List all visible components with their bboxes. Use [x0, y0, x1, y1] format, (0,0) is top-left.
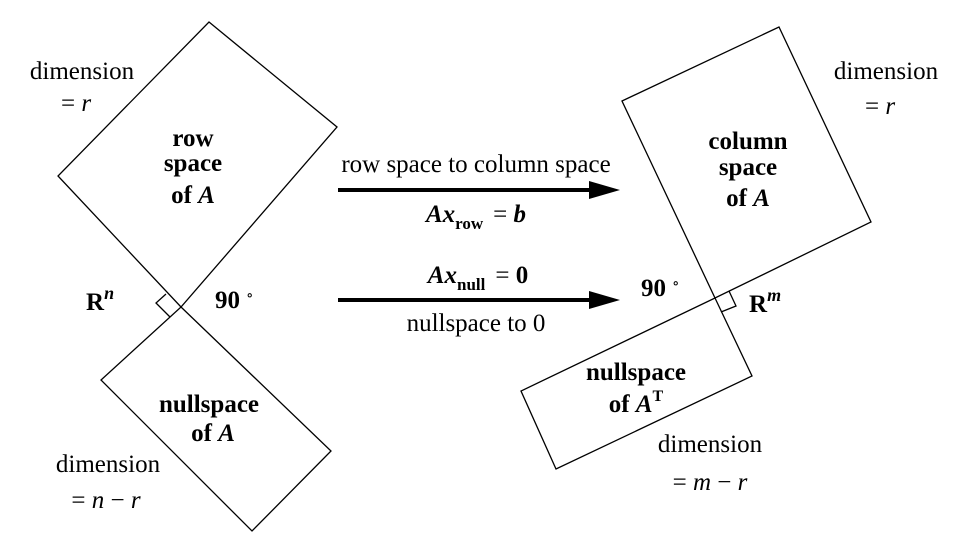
left-nullspace-label-line1: nullspace — [586, 359, 686, 386]
column-space-region — [621, 26, 872, 299]
nullspace-region — [100, 306, 332, 532]
equation-ax-row-equals-b: Axrow= b — [424, 201, 526, 233]
left-dimension-bottom-value: = n − r — [71, 487, 140, 514]
right-dimension-bottom-label: dimension — [658, 431, 763, 458]
left-dimension-top-value: = r — [61, 90, 91, 117]
right-angle-marker-right — [720, 290, 737, 313]
arrow-bottom-caption: nullspace to 0 — [407, 310, 546, 337]
left-dimension-bottom-label: dimension — [56, 451, 161, 478]
row-space-label-line1: row — [172, 125, 213, 152]
column-space-label-line3: of A — [726, 185, 770, 212]
right-dimension-top-label: dimension — [834, 58, 939, 85]
left-dimension-top-label: dimension — [30, 58, 135, 85]
angle-label-left: 90∘ — [215, 287, 253, 314]
row-space-label-line2: space — [164, 150, 222, 177]
arrow-nullspace-head — [589, 291, 620, 309]
column-space-label-line1: column — [708, 128, 787, 155]
left-nullspace-region — [520, 297, 753, 470]
right-dimension-top-value: = r — [865, 93, 895, 120]
arrow-row-to-column-head — [589, 181, 620, 199]
right-angle-marker-left — [155, 293, 171, 318]
right-dimension-bottom-value: = m − r — [673, 469, 748, 496]
arrow-top-caption: row space to column space — [341, 151, 610, 178]
nullspace-label-line2: of A — [191, 420, 235, 447]
angle-label-right: 90∘ — [641, 275, 679, 302]
left-nullspace-label-line2: of AT — [609, 388, 664, 418]
row-space-label-line3: of A — [171, 182, 215, 209]
nullspace-label-line1: nullspace — [159, 391, 259, 418]
space-label-rm: Rm — [749, 285, 781, 318]
equation-ax-null-equals-0: Axnull= 0 — [426, 262, 528, 294]
column-space-label-line2: space — [719, 154, 777, 181]
space-label-rn: Rn — [86, 283, 114, 316]
